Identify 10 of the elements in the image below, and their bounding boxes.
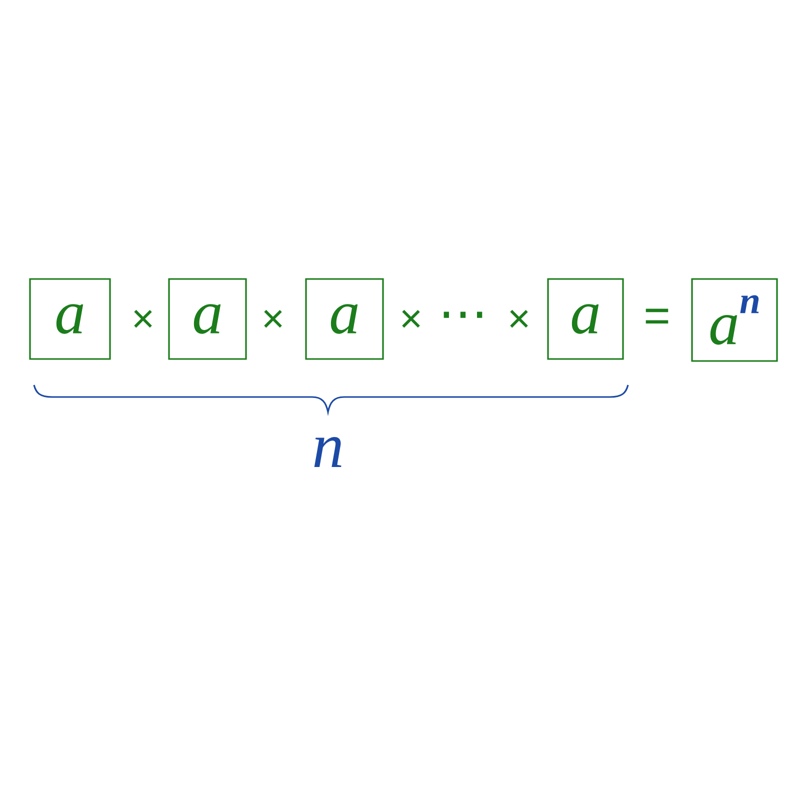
equals-sign: = [646,308,668,324]
term-box: a [29,278,111,360]
term-box: a [305,278,384,360]
brace-label: n [314,436,342,468]
term-box: a [547,278,624,360]
ellipsis-dots: ⋯ [444,312,482,318]
multiplication-sign: × [264,310,282,328]
term-box: a [168,278,247,360]
result-box: a$^{n}$ [691,278,778,362]
multiplication-sign: × [134,310,152,328]
